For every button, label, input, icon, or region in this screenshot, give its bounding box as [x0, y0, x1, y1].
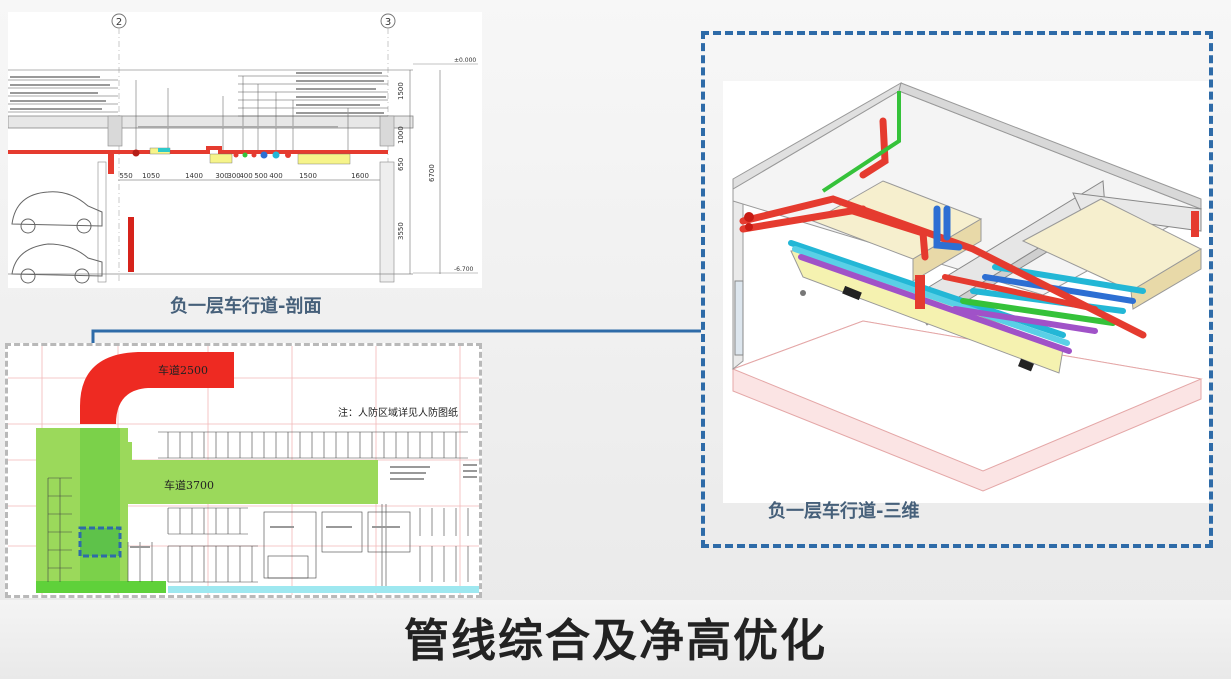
- dim-h-4: 300: [215, 172, 228, 180]
- axis-label-2: 2: [116, 17, 122, 28]
- dim-h-1: 550: [119, 172, 132, 180]
- elevation-bottom: -6.700: [454, 266, 474, 273]
- section-drawing: 2 3: [8, 12, 482, 288]
- dim-h-6: 400: [239, 172, 252, 180]
- view3d-model: [723, 81, 1209, 503]
- dim-h-2: 1050: [142, 172, 160, 180]
- dim-h-8: 400: [269, 172, 282, 180]
- page-title: 管线综合及净高优化: [403, 614, 827, 667]
- plan-note: 注：人防区域详见人防图纸: [338, 406, 458, 419]
- dim-h-5: 300: [227, 172, 240, 180]
- dim-v-1000: 1000: [397, 126, 405, 144]
- plan-drawing: 车道2500 注：人防区域详见人防图纸 车道3700: [5, 343, 482, 598]
- dim-v-6700: 6700: [428, 164, 436, 182]
- ramp-label: 车道2500: [158, 363, 208, 377]
- axis-label-3: 3: [385, 17, 391, 28]
- dim-v-650: 650: [397, 158, 405, 171]
- dim-h-9: 1500: [299, 172, 317, 180]
- dim-h-3: 1400: [185, 172, 203, 180]
- dim-v-1500: 1500: [397, 82, 405, 100]
- lane-label: 车道3700: [164, 478, 214, 492]
- view3d-frame: [701, 31, 1213, 548]
- dim-v-3550: 3550: [397, 222, 405, 240]
- elevation-top: ±0.000: [454, 57, 476, 64]
- section-caption: 负一层车行道-剖面: [170, 296, 322, 317]
- footer-bar: [0, 600, 1231, 679]
- dim-h-10: 1600: [351, 172, 369, 180]
- view3d-caption: 负一层车行道-三维: [768, 501, 920, 522]
- dim-h-7: 500: [254, 172, 267, 180]
